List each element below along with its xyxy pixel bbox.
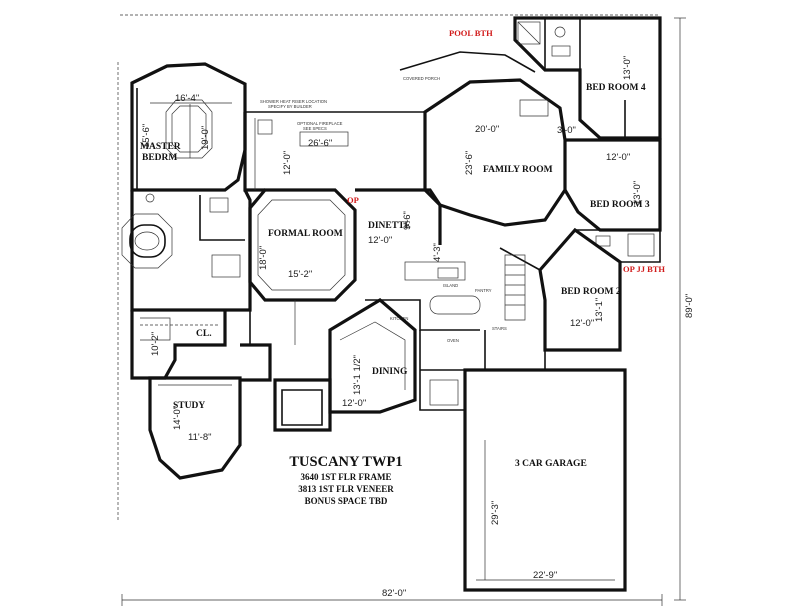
note-2: SPECIFY BY BUILDER	[268, 104, 312, 109]
dining: DINING 12'-0" 13'-1 1/2"	[240, 298, 417, 432]
master-bath	[121, 189, 252, 312]
note-4: SEE SPECS	[303, 126, 327, 131]
dim-family-width: 20'-0"	[475, 124, 499, 135]
note-7: ISLAND	[443, 283, 458, 288]
dim-bed2-width: 12'-0"	[570, 318, 594, 329]
dim-family-height: 23'-6"	[464, 151, 475, 175]
room-label-bed4: BED ROOM 4	[586, 83, 646, 93]
room-label-master: MASTER	[140, 142, 181, 152]
callout-op: OP	[347, 195, 359, 205]
dim-garage-width: 22'-9"	[533, 570, 557, 581]
dim-dinette-height: 9'-6"	[402, 211, 413, 230]
garage: 3 CAR GARAGE 22'-9" 29'-3"	[419, 330, 627, 592]
room-label-formal: FORMAL ROOM	[268, 229, 343, 239]
dim-bed4-height: 13'-0"	[622, 56, 633, 80]
dim-dining-width: 12'-0"	[342, 398, 366, 409]
room-label-garage: 3 CAR GARAGE	[515, 459, 587, 469]
dim-master-side: 15'-6"	[141, 124, 152, 148]
dim-garage-height: 29'-3"	[490, 501, 501, 525]
callout-pool-bath: POOL BTH	[449, 28, 493, 38]
formal-room: FORMAL ROOM 15'-2" 18'-0"	[248, 188, 357, 302]
dim-dining-height: 13'-1 1/2"	[352, 355, 363, 395]
plan-title-block: TUSCANY TWP1 3640 1ST FLR FRAME 3813 1ST…	[289, 454, 402, 506]
closet: CL. 10'-2"	[130, 310, 227, 380]
room-label-study: STUDY	[173, 401, 205, 411]
dimension-lines	[117, 14, 686, 606]
dim-study-width: 11'-8"	[188, 432, 212, 443]
room-label-family: FAMILY ROOM	[483, 165, 553, 175]
room-label-dinette: DINETTE	[368, 221, 411, 231]
dim-formal-width: 15'-2"	[288, 269, 312, 280]
plan-line-1: 3640 1ST FLR FRAME	[300, 472, 391, 482]
dim-master-width: 16'-4"	[175, 93, 199, 104]
study: STUDY 11'-8" 14'-0"	[148, 376, 242, 480]
dim-hall: 3'-0"	[557, 125, 576, 136]
note-9: PANTRY	[475, 288, 492, 293]
room-label-bed3: BED ROOM 3	[590, 200, 650, 210]
dim-dinette-width: 12'-0"	[368, 235, 392, 246]
dim-bed3-height: 13'-0"	[632, 181, 643, 205]
plan-title: TUSCANY TWP1	[289, 454, 402, 470]
bed-room-4: BED ROOM 4 13'-0"	[513, 16, 662, 140]
dinette-kitchen: DINETTE 12'-0" 9'-6" 4'-3" KITCHEN ISLAN…	[355, 188, 492, 343]
room-label-bed2: BED ROOM 2	[561, 287, 621, 297]
dim-study-height: 14'-0"	[172, 406, 183, 430]
dim-closet: 10'-2"	[150, 332, 161, 356]
dim-master-height: 19'-0"	[200, 126, 211, 150]
note-5: COVERED PORCH	[403, 76, 440, 81]
note-1: SHOWER HEAT RISER LOCATION	[260, 99, 327, 104]
room-label-closet: CL.	[196, 329, 212, 339]
dim-porch-height: 12'-0"	[282, 151, 293, 175]
dim-overall-height: 89'-0"	[684, 294, 695, 318]
bed-room-2: BED ROOM 2 12'-0" 13'-1" STAIRS	[492, 227, 661, 352]
plan-line-3: BONUS SPACE TBD	[305, 496, 388, 506]
dim-overall-width: 82'-0"	[382, 588, 406, 599]
dim-porch-width: 26'-6"	[308, 138, 332, 149]
covered-porch: 26'-6" 12'-0" SHOWER HEAT RISER LOCATION…	[243, 76, 440, 192]
dim-formal-height: 18'-0"	[258, 246, 269, 270]
note-10: OVEN	[447, 338, 459, 343]
callout-op-jj-bath: OP JJ BTH	[623, 264, 665, 274]
family-room: FAMILY ROOM 20'-0" 23'-6" 3'-0"	[399, 51, 576, 227]
dim-bed2-height: 13'-1"	[594, 298, 605, 322]
dim-bed3-width: 12'-0"	[606, 152, 630, 163]
note-8: STAIRS	[492, 326, 507, 331]
note-3: OPTIONAL FIREPLACE	[297, 121, 343, 126]
plan-line-2: 3813 1ST FLR VENEER	[298, 484, 394, 494]
room-label-master-2: BEDRM	[142, 153, 177, 163]
room-label-dining: DINING	[372, 367, 408, 377]
dim-dinette-height-2: 4'-3"	[432, 243, 443, 262]
master-bedroom: MASTER BEDRM 16'-4" 19'-0" 15'-6"	[130, 62, 247, 192]
